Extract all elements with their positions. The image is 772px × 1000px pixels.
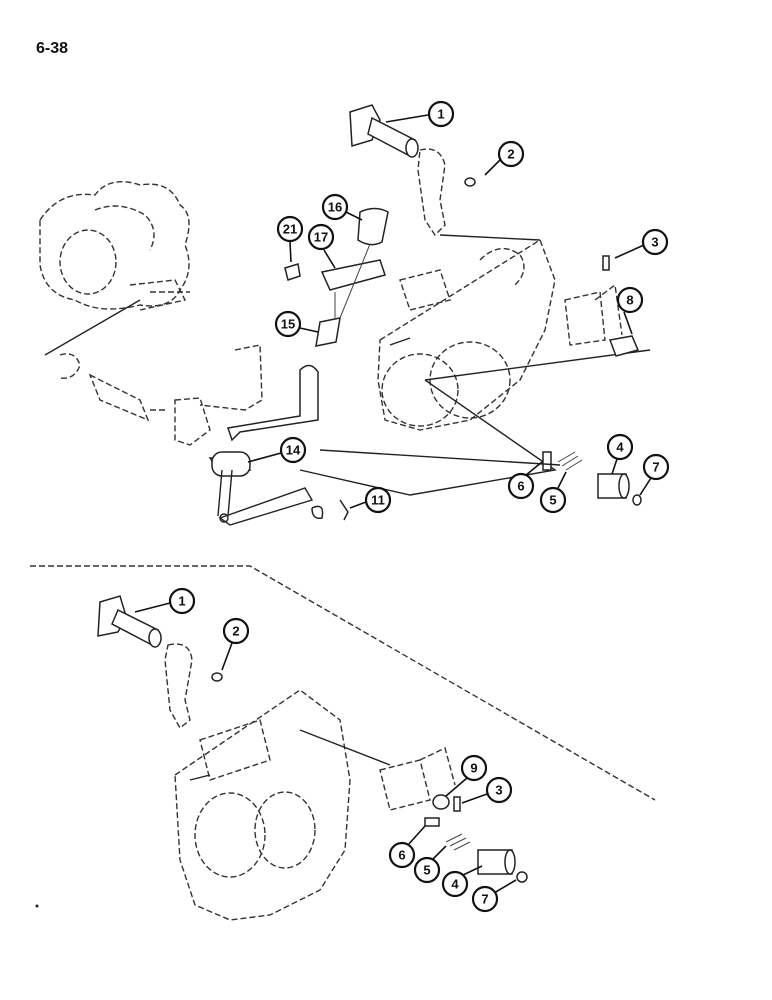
svg-text:11: 11 xyxy=(371,493,385,508)
callout-bottom-4: 4 xyxy=(441,865,483,898)
svg-text:2: 2 xyxy=(507,147,514,162)
clip-11 xyxy=(311,499,349,521)
section-divider xyxy=(30,565,656,801)
svg-text:4: 4 xyxy=(616,440,624,455)
callout-bottom-9: 9 xyxy=(445,754,488,797)
top-assembly xyxy=(39,104,651,526)
svg-text:3: 3 xyxy=(495,783,502,798)
bottom-right-parts xyxy=(379,747,528,883)
lever-14-assembly xyxy=(174,344,319,526)
svg-text:1: 1 xyxy=(437,107,444,122)
callout-top-16: 16 xyxy=(321,193,363,221)
bracket-assembly xyxy=(284,207,389,347)
svg-text:7: 7 xyxy=(652,460,659,475)
cross-shaft-left xyxy=(44,299,165,422)
callout-bottom-6: 6 xyxy=(388,825,426,869)
callout-top-4: 4 xyxy=(606,433,634,475)
bottom-assembly xyxy=(97,595,528,921)
callout-top-5: 5 xyxy=(539,471,567,514)
svg-text:5: 5 xyxy=(549,493,556,508)
callout-top-2: 2 xyxy=(464,140,525,187)
svg-text:1: 1 xyxy=(178,594,185,609)
callout-bottom-2: 2 xyxy=(211,617,250,682)
svg-text:3: 3 xyxy=(651,235,658,250)
svg-text:6: 6 xyxy=(398,848,405,863)
engine-outline-left xyxy=(39,181,190,311)
gearbox-housing-bottom xyxy=(174,689,391,921)
svg-text:16: 16 xyxy=(328,200,342,215)
callout-top-15: 15 xyxy=(274,310,319,338)
callout-bottom-3: 3 xyxy=(461,776,513,804)
callout-top-1: 1 xyxy=(385,100,455,128)
shaft-1-top xyxy=(349,104,541,241)
top-right-parts xyxy=(319,255,642,506)
page-number: 6-38 xyxy=(36,40,69,57)
callout-top-7: 7 xyxy=(639,453,670,496)
callout-bottom-1: 1 xyxy=(134,587,196,615)
callout-bottom-5: 5 xyxy=(413,845,447,884)
callout-top-17: 17 xyxy=(307,223,336,269)
callout-top-6: 6 xyxy=(507,461,543,500)
callout-top-3: 3 xyxy=(614,228,669,259)
svg-text:4: 4 xyxy=(451,877,459,892)
gearbox-housing-top xyxy=(299,238,651,496)
callout-bottom-7: 7 xyxy=(471,879,517,913)
svg-text:2: 2 xyxy=(232,624,239,639)
svg-text:17: 17 xyxy=(314,230,328,245)
svg-text:21: 21 xyxy=(283,222,297,237)
svg-text:14: 14 xyxy=(286,443,301,458)
svg-text:6: 6 xyxy=(517,479,524,494)
stray-dot xyxy=(35,904,39,908)
svg-text:7: 7 xyxy=(481,892,488,907)
svg-text:9: 9 xyxy=(470,761,477,776)
shaft-1-bottom xyxy=(97,595,193,730)
svg-text:15: 15 xyxy=(281,317,295,332)
callout-top-14: 14 xyxy=(247,436,307,464)
callout-top-8: 8 xyxy=(616,286,644,335)
callout-top-21: 21 xyxy=(276,215,304,263)
svg-text:5: 5 xyxy=(423,863,430,878)
callout-top-11: 11 xyxy=(349,486,392,514)
svg-text:8: 8 xyxy=(626,293,633,308)
